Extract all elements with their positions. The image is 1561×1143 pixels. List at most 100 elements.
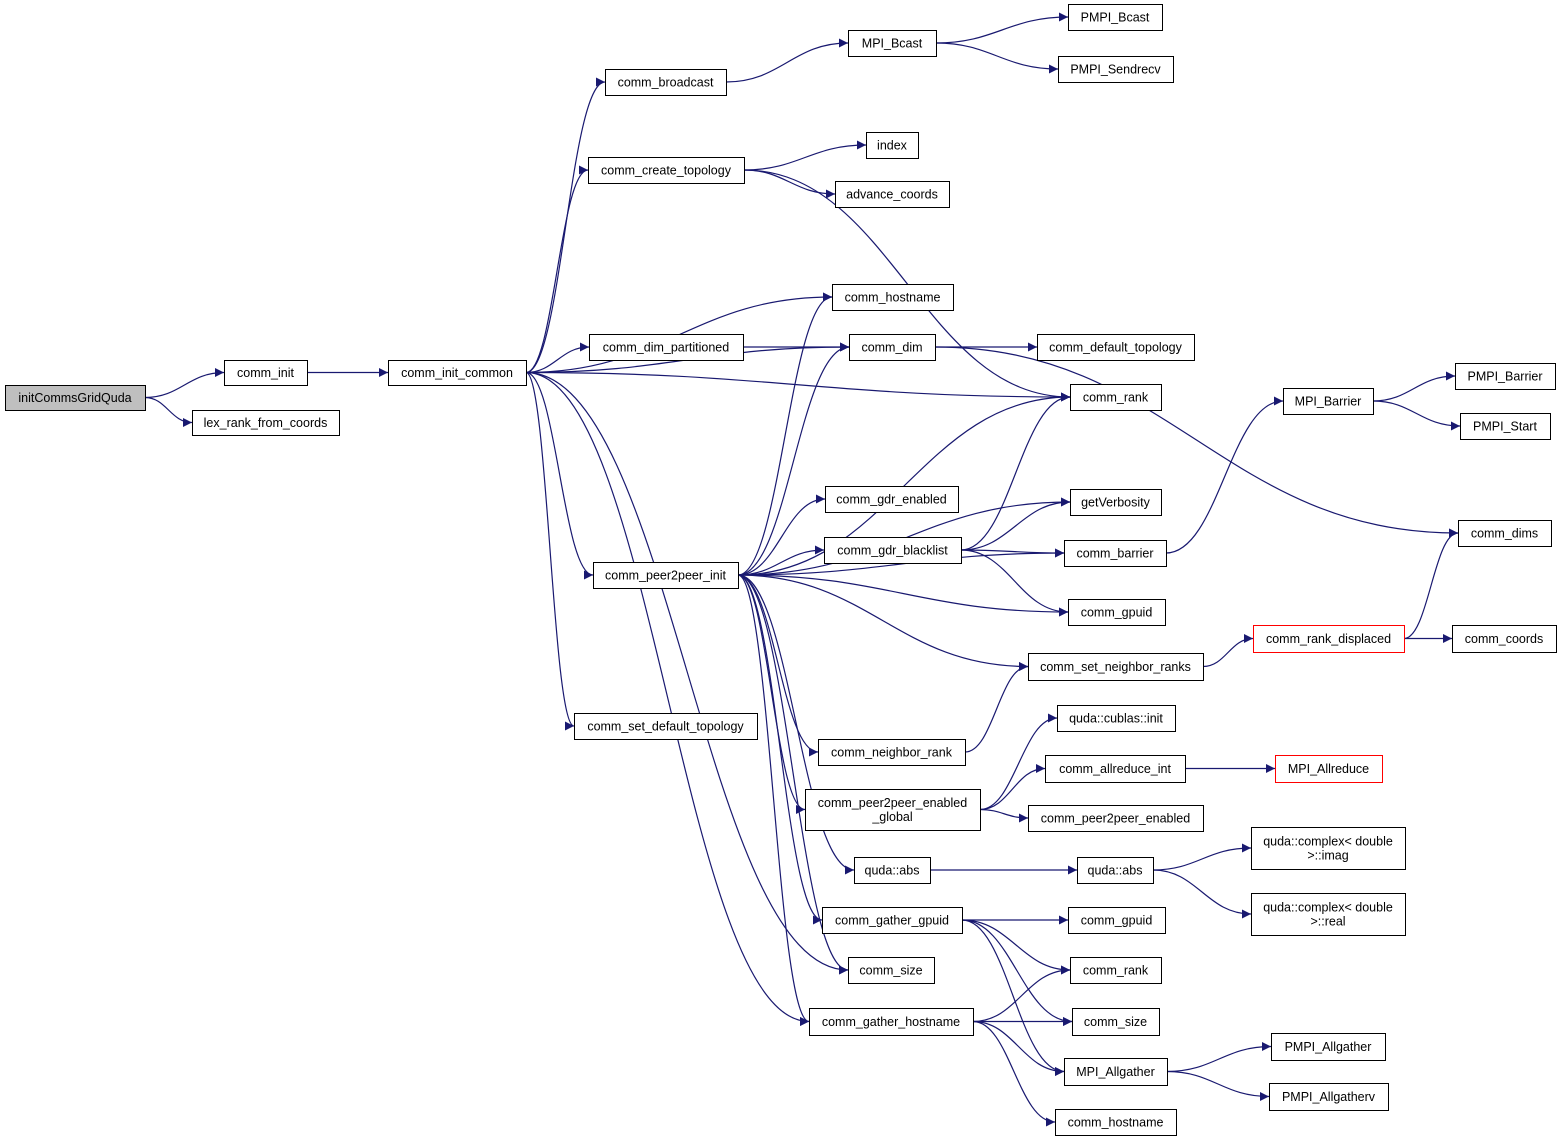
- node-comm-allreduce-int[interactable]: comm_allreduce_int: [1045, 755, 1186, 783]
- edge-comm-gather-gpuid-to-comm-rank-b: [961, 919, 1071, 975]
- node-quda-abs-b[interactable]: quda::abs: [1077, 857, 1154, 884]
- edge-comm-create-topology-to-comm-rank-a: [743, 169, 1071, 402]
- node-box: [1271, 1033, 1386, 1061]
- node-box: [832, 284, 954, 311]
- node-label-line: comm_size: [1084, 1015, 1147, 1029]
- edge-comm-init-common-to-comm-rank-a: [525, 371, 1071, 402]
- node-comm-rank-a[interactable]: comm_rank: [1070, 384, 1162, 411]
- node-mpi-bcast[interactable]: MPI_Bcast: [848, 30, 937, 57]
- node-comm-create-topology[interactable]: comm_create_topology: [588, 157, 745, 184]
- node-complex-imag[interactable]: quda::complex< double>::imag: [1251, 827, 1406, 870]
- node-comm-barrier[interactable]: comm_barrier: [1064, 540, 1167, 567]
- node-index[interactable]: index: [866, 132, 919, 159]
- node-comm-size-a[interactable]: comm_size: [848, 957, 935, 984]
- node-comm-peer2peer-enabled[interactable]: comm_peer2peer_enabled: [1028, 805, 1204, 832]
- edge-quda-abs-b-to-complex-real: [1152, 869, 1252, 919]
- node-label: comm_gather_gpuid: [835, 914, 949, 928]
- node-comm-gather-gpuid[interactable]: comm_gather_gpuid: [822, 907, 963, 934]
- node-comm-rank-displaced[interactable]: comm_rank_displaced: [1253, 625, 1405, 653]
- node-label-line: comm_peer2peer_enabled: [818, 796, 967, 810]
- node-label: lex_rank_from_coords: [204, 416, 328, 430]
- node-label-line: comm_hostname: [1068, 1116, 1164, 1130]
- node-box: [809, 1008, 974, 1036]
- node-comm-set-default-topology[interactable]: comm_set_default_topology: [574, 713, 758, 740]
- node-box: [1283, 388, 1374, 415]
- node-box: [1037, 334, 1195, 361]
- node-label: comm_init_common: [401, 366, 513, 380]
- node-quda-abs-a[interactable]: quda::abs: [854, 857, 931, 884]
- node-box: [849, 334, 936, 361]
- node-label: comm_gpuid: [1081, 914, 1153, 928]
- node-comm-neighbor-rank[interactable]: comm_neighbor_rank: [818, 739, 966, 766]
- edge-comm-peer2peer-enabled-global-to-comm-allreduce-int: [979, 764, 1046, 811]
- node-box: [224, 360, 308, 386]
- node-label-line: PMPI_Allgather: [1285, 1040, 1372, 1054]
- node-label: quda::complex< double>::real: [1263, 901, 1393, 929]
- node-box: [1070, 957, 1162, 984]
- node-label: comm_peer2peer_enabled: [1041, 812, 1190, 826]
- node-comm-dim-partitioned[interactable]: comm_dim_partitioned: [589, 334, 744, 361]
- node-comm-broadcast[interactable]: comm_broadcast: [605, 69, 727, 96]
- edge-initcommsgridquda-to-lex-rank-from-coords: [144, 396, 193, 427]
- node-comm-init[interactable]: comm_init: [224, 360, 308, 386]
- node-pmpi-barrier[interactable]: PMPI_Barrier: [1455, 363, 1556, 390]
- node-box: [588, 157, 745, 184]
- node-mpi-allgather[interactable]: MPI_Allgather: [1064, 1058, 1168, 1086]
- node-pmpi-bcast[interactable]: PMPI_Bcast: [1068, 4, 1163, 31]
- node-pmpi-allgather[interactable]: PMPI_Allgather: [1271, 1033, 1386, 1061]
- node-complex-real[interactable]: quda::complex< double>::real: [1251, 893, 1406, 936]
- node-comm-set-neighbor-ranks[interactable]: comm_set_neighbor_ranks: [1028, 653, 1204, 681]
- edge-comm-peer2peer-init-to-comm-gather-hostname: [737, 574, 810, 1026]
- node-comm-init-common[interactable]: comm_init_common: [388, 360, 527, 386]
- node-label-line: comm_rank: [1083, 391, 1149, 405]
- node-comm-gdr-enabled[interactable]: comm_gdr_enabled: [825, 486, 959, 513]
- node-pmpi-start[interactable]: PMPI_Start: [1460, 413, 1551, 440]
- node-comm-peer2peer-enabled-global[interactable]: comm_peer2peer_enabled_global: [805, 789, 981, 831]
- node-mpi-allreduce[interactable]: MPI_Allreduce: [1275, 755, 1383, 783]
- node-box: [1251, 827, 1406, 870]
- node-comm-gpuid-b[interactable]: comm_gpuid: [1068, 907, 1166, 934]
- edge-comm-gdr-blacklist-to-comm-rank-a: [960, 392, 1071, 551]
- node-lex-rank-from-coords[interactable]: lex_rank_from_coords: [192, 410, 340, 436]
- node-box: [1253, 625, 1405, 653]
- node-label-line: comm_hostname: [845, 291, 941, 305]
- node-box: [574, 713, 758, 740]
- node-label-line: comm_peer2peer_enabled: [1041, 812, 1190, 826]
- node-comm-gather-hostname[interactable]: comm_gather_hostname: [809, 1008, 974, 1036]
- node-comm-size-b[interactable]: comm_size: [1072, 1008, 1160, 1036]
- node-comm-hostname-b[interactable]: comm_hostname: [1055, 1109, 1177, 1136]
- node-box: [605, 69, 727, 96]
- node-comm-coords[interactable]: comm_coords: [1452, 625, 1557, 653]
- node-label-line: comm_dim: [861, 341, 922, 355]
- node-comm-default-topology[interactable]: comm_default_topology: [1037, 334, 1195, 361]
- node-label: comm_rank_displaced: [1266, 632, 1391, 646]
- node-advance-coords[interactable]: advance_coords: [835, 181, 950, 208]
- node-comm-gpuid-a[interactable]: comm_gpuid: [1068, 599, 1166, 626]
- node-comm-rank-b[interactable]: comm_rank: [1070, 957, 1162, 984]
- node-label: MPI_Barrier: [1295, 395, 1362, 409]
- node-label-line: >::imag: [1307, 849, 1348, 863]
- node-label: PMPI_Sendrecv: [1070, 63, 1161, 77]
- node-pmpi-sendrecv[interactable]: PMPI_Sendrecv: [1058, 56, 1174, 83]
- node-label-line: comm_gpuid: [1081, 914, 1153, 928]
- node-comm-dim[interactable]: comm_dim: [849, 334, 936, 361]
- node-quda-cublas-init[interactable]: quda::cublas::init: [1057, 705, 1176, 732]
- node-comm-dims[interactable]: comm_dims: [1458, 520, 1552, 547]
- node-comm-peer2peer-init[interactable]: comm_peer2peer_init: [593, 562, 739, 589]
- edge-comm-peer2peer-init-to-comm-gather-gpuid: [737, 574, 823, 925]
- edge-comm-dim-to-comm-dims: [934, 346, 1459, 538]
- node-label-line: MPI_Allgather: [1076, 1065, 1155, 1079]
- node-getverbosity[interactable]: getVerbosity: [1070, 489, 1162, 516]
- node-comm-gdr-blacklist[interactable]: comm_gdr_blacklist: [824, 537, 962, 564]
- node-label-line: PMPI_Start: [1473, 420, 1537, 434]
- node-mpi-barrier[interactable]: MPI_Barrier: [1283, 388, 1374, 415]
- node-label: quda::cublas::init: [1069, 712, 1163, 726]
- node-comm-hostname-a[interactable]: comm_hostname: [832, 284, 954, 311]
- node-label: comm_coords: [1465, 632, 1544, 646]
- edge-comm-peer2peer-init-to-comm-neighbor-rank: [737, 574, 819, 757]
- node-label-line: comm_broadcast: [618, 76, 714, 90]
- node-pmpi-allgatherv[interactable]: PMPI_Allgatherv: [1269, 1083, 1389, 1111]
- node-label: comm_barrier: [1076, 547, 1153, 561]
- node-initcommsgridquda[interactable]: initCommsGridQuda: [5, 385, 146, 411]
